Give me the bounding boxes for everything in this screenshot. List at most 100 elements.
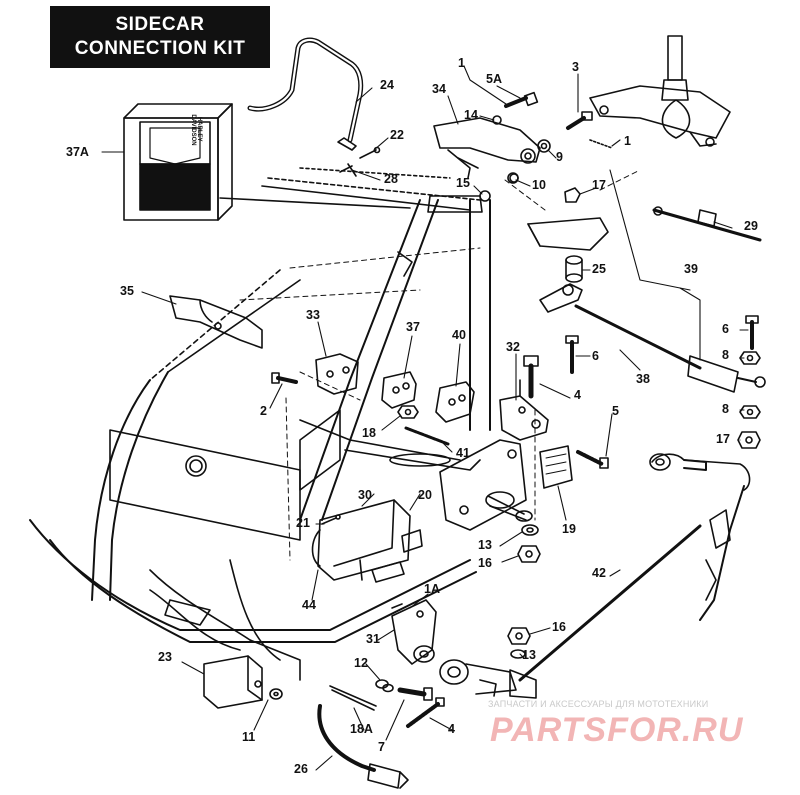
callout-19: 19 xyxy=(562,522,576,536)
callout-29: 29 xyxy=(744,219,758,233)
part-bracket-37 xyxy=(381,371,417,409)
callout-11: 11 xyxy=(242,730,256,744)
part-cotter-18a xyxy=(329,685,377,711)
callout-15: 15 xyxy=(456,176,470,190)
callout-6-b: 6 xyxy=(592,349,599,363)
callout-9: 9 xyxy=(556,150,563,164)
callout-4-bottom: 4 xyxy=(448,722,455,736)
part-pin-1a xyxy=(391,603,403,609)
part-nut-8-b xyxy=(739,405,761,419)
callout-23: 23 xyxy=(158,650,172,664)
frame-main xyxy=(29,167,491,681)
callout-33: 33 xyxy=(306,308,320,322)
part-mount-plate xyxy=(439,439,533,531)
callout-13-b: 13 xyxy=(522,648,536,662)
part-bolt-6-a xyxy=(745,315,759,350)
part-clamp-35 xyxy=(169,295,263,349)
callout-26: 26 xyxy=(294,762,308,776)
callout-21: 21 xyxy=(296,516,310,530)
part-bracket-32 xyxy=(499,379,549,441)
callout-40: 40 xyxy=(452,328,466,342)
callout-18: 18 xyxy=(362,426,376,440)
callout-16-a: 16 xyxy=(478,556,492,570)
callout-17-top: 17 xyxy=(592,178,606,192)
part-nut-15 xyxy=(479,190,491,202)
part-nut-17-top xyxy=(564,187,581,203)
callout-24: 24 xyxy=(380,78,394,92)
callout-31: 31 xyxy=(366,632,380,646)
callout-32: 32 xyxy=(506,340,520,354)
part-bolt-3 xyxy=(566,111,593,130)
part-stud-41 xyxy=(404,426,450,446)
callout-38: 38 xyxy=(636,372,650,386)
callout-12: 12 xyxy=(354,656,368,670)
part-pin-1 xyxy=(589,139,613,149)
diagram-title: SIDECAR CONNECTION KIT xyxy=(50,6,270,68)
part-deflector-plate xyxy=(527,217,609,251)
callout-37: 37 xyxy=(406,320,420,334)
part-triple-clamp xyxy=(589,35,731,147)
part-nut-16-b xyxy=(507,627,531,645)
part-nut-18 xyxy=(397,405,419,419)
callout-41: 41 xyxy=(456,446,470,460)
part-bolt-5 xyxy=(576,450,609,469)
callout-1a: 1A xyxy=(424,582,440,596)
part-tie-rod-42 xyxy=(518,453,751,682)
callout-14: 14 xyxy=(464,108,478,122)
callout-22: 22 xyxy=(390,128,404,142)
callout-4-mid: 4 xyxy=(574,388,581,402)
callout-7: 7 xyxy=(378,740,385,754)
callout-25: 25 xyxy=(592,262,606,276)
part-nut-16-a xyxy=(517,545,541,563)
callout-44: 44 xyxy=(302,598,316,612)
part-bolt-4-mid xyxy=(523,355,539,399)
callout-39: 39 xyxy=(684,262,698,276)
callout-8-a: 8 xyxy=(722,348,729,362)
part-grab-bar xyxy=(247,37,364,151)
callout-30: 30 xyxy=(358,488,372,502)
callout-20: 20 xyxy=(418,488,432,502)
callout-35: 35 xyxy=(120,284,134,298)
callout-1-top: 1 xyxy=(458,56,465,70)
title-line-1: SIDECAR xyxy=(115,14,205,35)
part-washer-13-a xyxy=(521,524,539,536)
callout-2: 2 xyxy=(260,404,267,418)
callout-5a: 5A xyxy=(486,72,502,86)
part-washer-11 xyxy=(269,688,283,700)
part-bracket-31 xyxy=(391,599,437,665)
callout-10: 10 xyxy=(532,178,546,192)
part-kit-package xyxy=(123,103,233,221)
watermark-brand: PARTSFOR.RU xyxy=(490,711,744,749)
callout-34: 34 xyxy=(432,82,446,96)
part-bracket-40 xyxy=(435,381,475,423)
part-upper-bracket xyxy=(433,117,551,184)
callout-28: 28 xyxy=(384,172,398,186)
watermark-subtitle: ЗАПЧАСТИ И АКСЕССУАРЫ ДЛЯ МОТОТЕХНИКИ xyxy=(488,699,709,709)
part-washer-10 xyxy=(509,173,519,183)
part-bolt-7 xyxy=(397,687,433,701)
part-screw-21 xyxy=(321,514,341,525)
part-cushion-23 xyxy=(203,655,263,709)
callout-1-right: 1 xyxy=(624,134,631,148)
part-washer-12 xyxy=(375,679,394,693)
part-rod-29 xyxy=(652,206,762,242)
callout-16-b: 16 xyxy=(552,620,566,634)
package-logo-text: HARLEY-DAVIDSON xyxy=(190,114,202,146)
part-rod-end-lower xyxy=(439,659,537,699)
part-cable-26 xyxy=(317,704,409,789)
part-washer-13-b xyxy=(510,649,526,659)
leader-lines xyxy=(101,65,749,771)
part-spacer-25 xyxy=(565,255,583,283)
callout-18a: 18A xyxy=(350,722,373,736)
part-strut-38 xyxy=(539,283,766,393)
callout-17-right: 17 xyxy=(716,432,730,446)
part-bolt-5a xyxy=(492,91,539,125)
part-screw-22 xyxy=(359,146,381,159)
title-line-2: CONNECTION KIT xyxy=(74,38,246,59)
part-bolt-6-b xyxy=(565,335,579,374)
callout-13-a: 13 xyxy=(478,538,492,552)
callout-42: 42 xyxy=(592,566,606,580)
part-decal-19 xyxy=(539,445,573,489)
